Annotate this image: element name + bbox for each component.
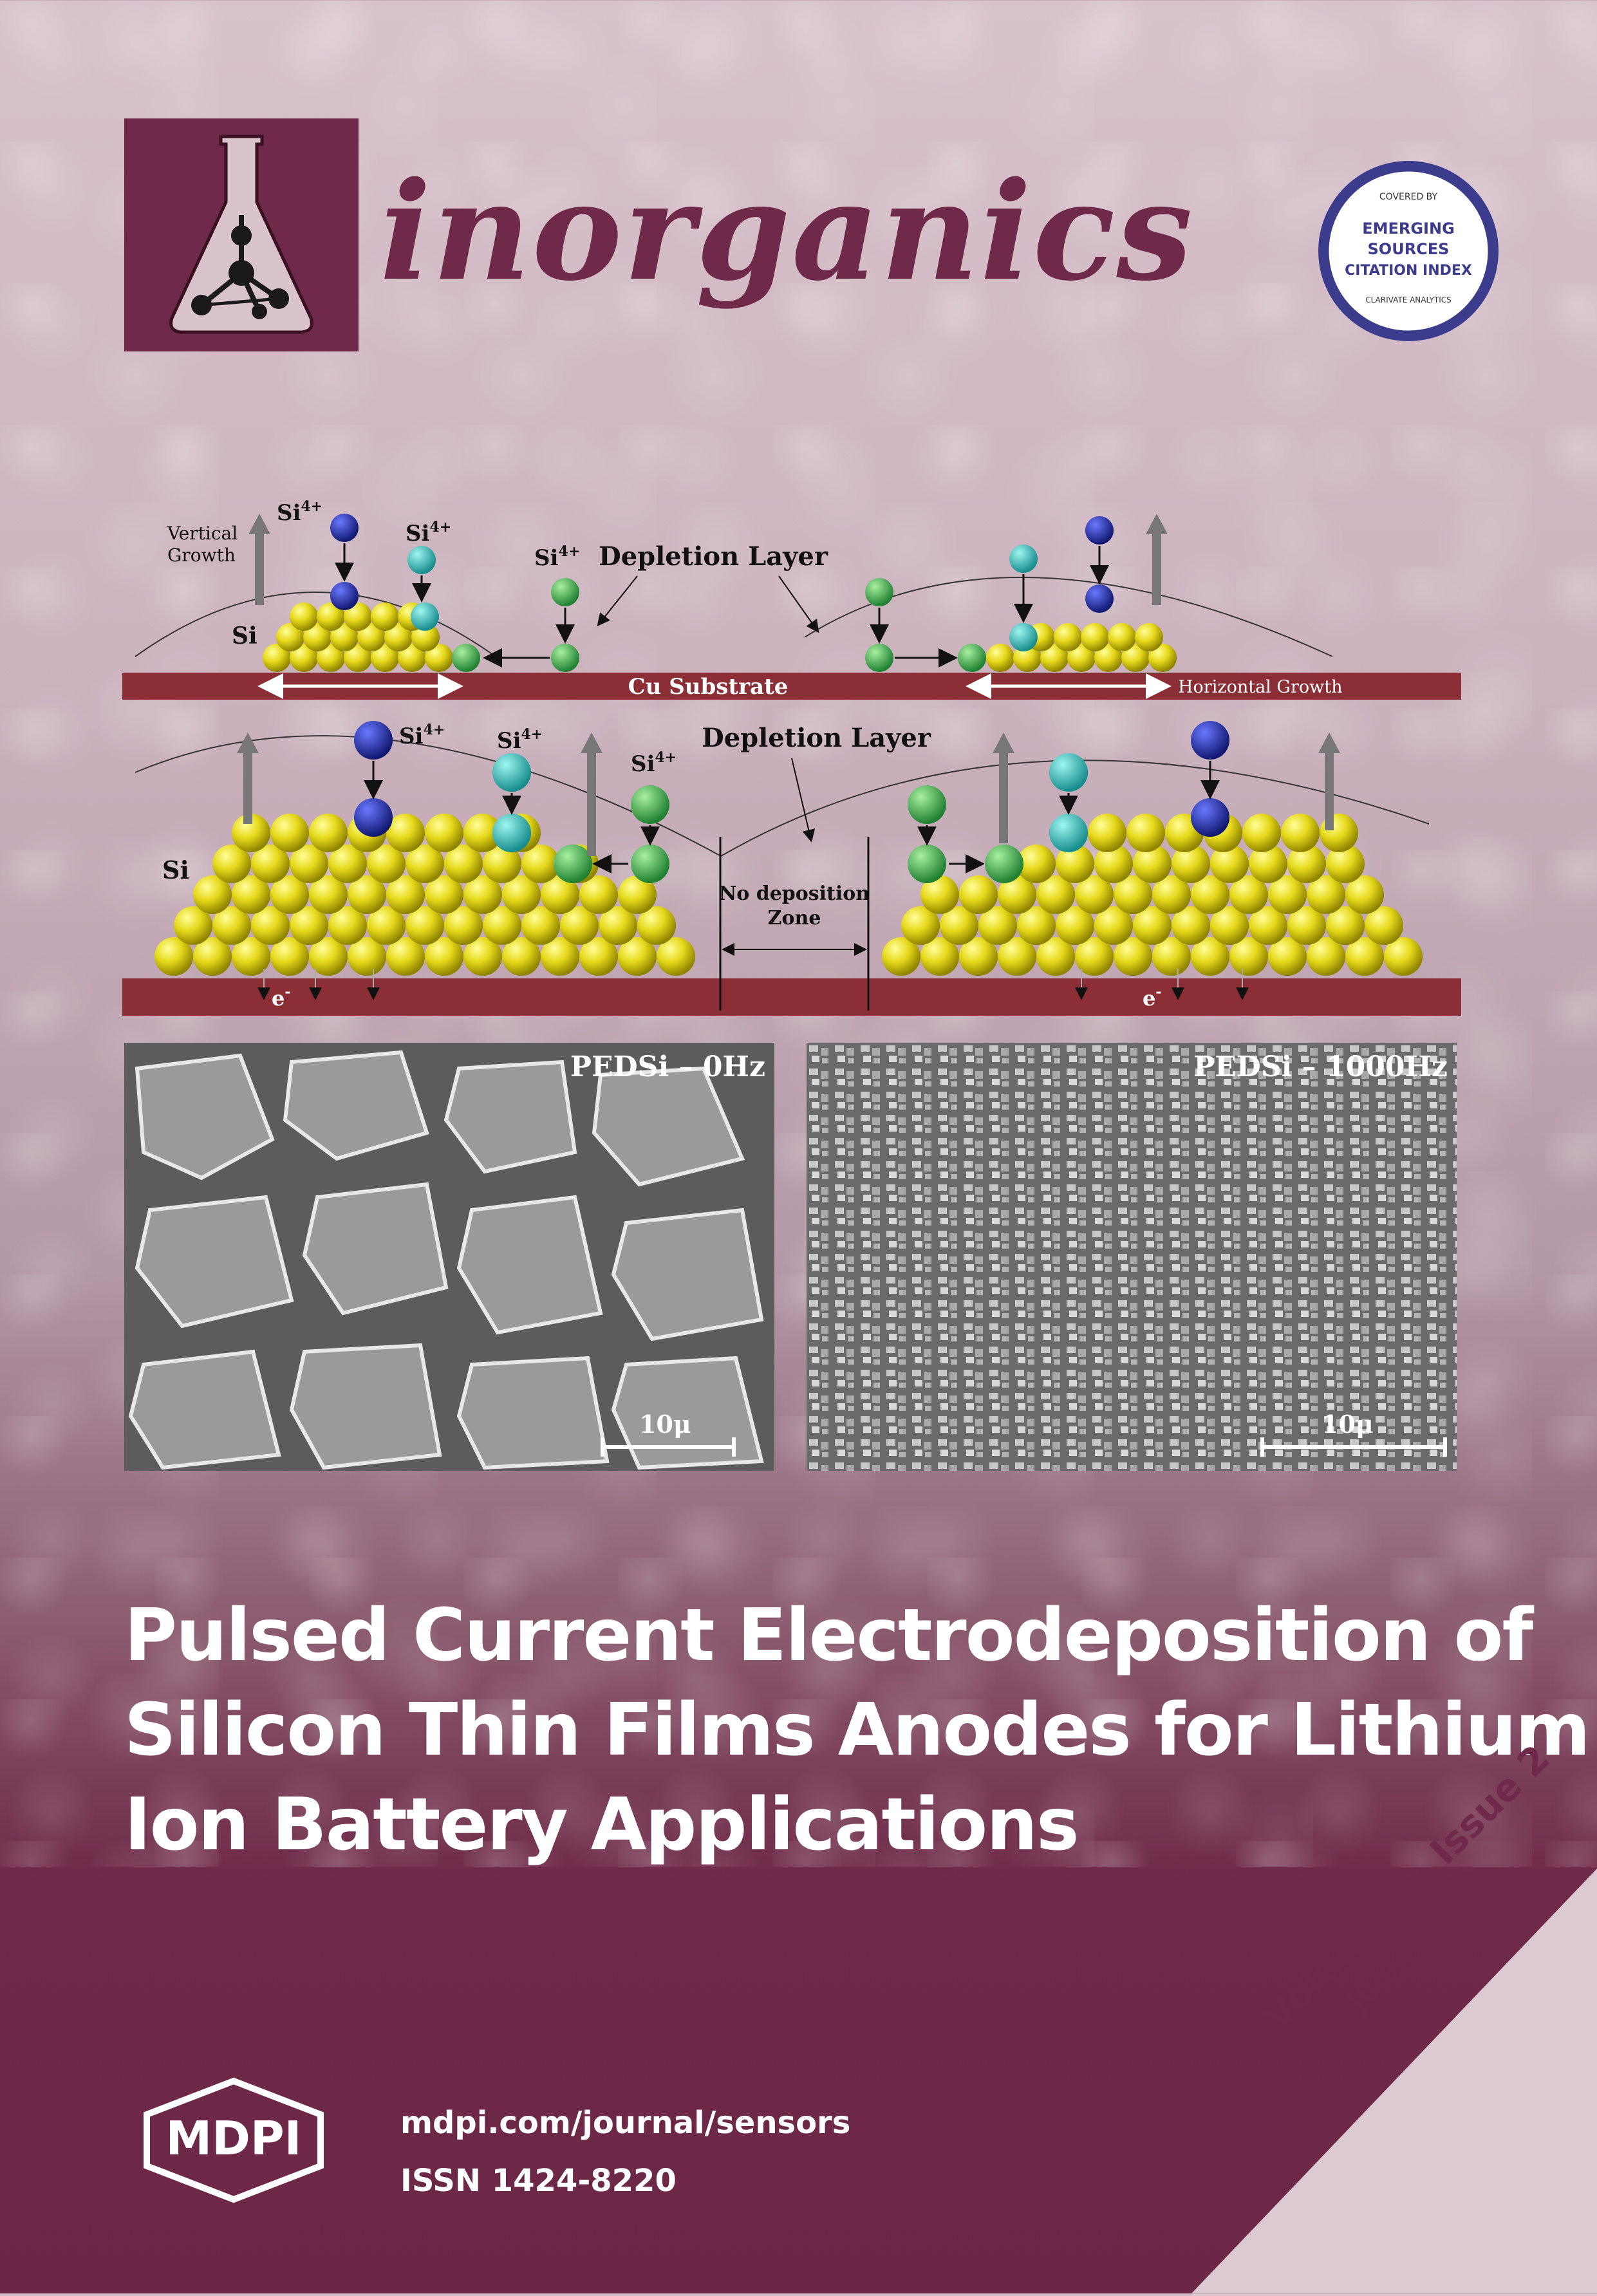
issn: ISSN 1424-8220 bbox=[400, 2163, 677, 2199]
depletion-curve-bottom bbox=[135, 735, 1430, 857]
sem-label-1000hz: PEDSi – 1000Hz bbox=[1193, 1050, 1448, 1083]
vertical-growth-label-1: Vertical bbox=[167, 523, 238, 544]
si-label-top: Si bbox=[232, 622, 257, 649]
mdpi-logo: MDPI bbox=[127, 2076, 340, 2205]
flask-molecule-icon bbox=[169, 135, 313, 334]
mdpi-logo-text: MDPI bbox=[166, 2111, 302, 2165]
scale-bar-0hz bbox=[601, 1437, 736, 1457]
depletion-layer-label-top: Depletion Layer bbox=[599, 541, 828, 572]
scale-label-1000hz: 10μ bbox=[1321, 1410, 1374, 1439]
journal-title: inorganics bbox=[380, 152, 1194, 311]
ion-label-bottom-3: Si4+ bbox=[631, 749, 677, 777]
article-title-line-2: Silicon Thin Films Anodes for Lithium bbox=[124, 1688, 1591, 1772]
electron-label-left: e- bbox=[272, 984, 291, 1011]
sem-image-1000hz: PEDSi – 1000Hz 10μ bbox=[807, 1043, 1457, 1471]
journal-url[interactable]: mdpi.com/journal/sensors bbox=[400, 2105, 851, 2141]
ion-label-bottom-2: Si4+ bbox=[497, 726, 543, 754]
vertical-growth-label-2: Growth bbox=[167, 545, 236, 566]
badge-line-1: EMERGING bbox=[1362, 219, 1455, 238]
ion-label-top-2: Si4+ bbox=[406, 519, 451, 546]
horizontal-growth-label: Horizontal Growth bbox=[1178, 677, 1342, 697]
badge-top-text: COVERED BY bbox=[1379, 192, 1438, 202]
badge-line-2: SOURCES bbox=[1368, 240, 1450, 258]
no-deposition-label-1: No deposition bbox=[719, 882, 870, 905]
depletion-curve-top-left bbox=[135, 592, 496, 657]
no-deposition-label-2: Zone bbox=[768, 907, 821, 929]
depletion-layer-label-bottom: Depletion Layer bbox=[702, 723, 931, 753]
esci-badge: COVERED BY EMERGING SOURCES CITATION IND… bbox=[1315, 158, 1502, 344]
badge-bottom-text: CLARIVATE ANALYTICS bbox=[1365, 295, 1452, 304]
article-title: Pulsed Current Electrodeposition of Sili… bbox=[124, 1589, 1591, 1872]
cu-substrate-bottom bbox=[122, 978, 1461, 1016]
sem-label-0hz: PEDSi – 0Hz bbox=[570, 1050, 765, 1083]
ion-label-bottom-1: Si4+ bbox=[399, 722, 445, 749]
ion-label-top-3: Si4+ bbox=[534, 543, 580, 571]
ion-label-top-1: Si4+ bbox=[277, 498, 322, 526]
scale-bar-1000hz bbox=[1260, 1437, 1447, 1457]
article-title-line-3: Ion Battery Applications bbox=[124, 1783, 1079, 1867]
journal-logo bbox=[124, 118, 359, 351]
si-label-bottom: Si bbox=[162, 855, 189, 884]
electron-label-right: e- bbox=[1143, 984, 1162, 1011]
substrate-label: Cu Substrate bbox=[628, 674, 789, 700]
article-title-line-1: Pulsed Current Electrodeposition of bbox=[124, 1594, 1533, 1677]
sem-image-0hz: PEDSi – 0Hz 10μ bbox=[124, 1043, 774, 1471]
scale-label-0hz: 10μ bbox=[639, 1410, 691, 1439]
badge-line-3: CITATION INDEX bbox=[1345, 263, 1472, 279]
depletion-curve-top-right bbox=[804, 576, 1333, 657]
growth-mechanism-diagram: Cu Substrate Horizontal Growth Vertical … bbox=[122, 489, 1461, 1023]
issue-corner bbox=[1191, 1869, 1597, 2293]
